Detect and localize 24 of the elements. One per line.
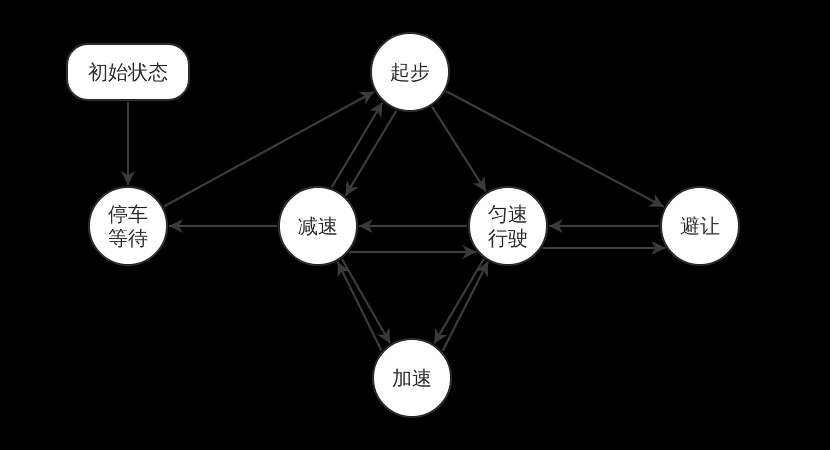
arrow bbox=[542, 241, 666, 255]
arrow bbox=[549, 219, 659, 233]
arrow bbox=[350, 245, 476, 259]
state-label: 减速 bbox=[298, 214, 338, 238]
arrow bbox=[163, 90, 375, 208]
arrow bbox=[433, 258, 485, 344]
arrow bbox=[330, 102, 384, 188]
arrow bbox=[336, 261, 382, 352]
state-label: 避让 bbox=[680, 214, 720, 238]
state-label: 停车等待 bbox=[107, 202, 149, 250]
arrow bbox=[341, 258, 392, 344]
arrow bbox=[431, 106, 487, 192]
arrow bbox=[446, 90, 664, 208]
arrow bbox=[359, 219, 467, 233]
state-label: 初始状态 bbox=[88, 60, 168, 84]
arrow bbox=[121, 102, 135, 185]
arrow bbox=[442, 261, 489, 352]
start-state-box bbox=[66, 43, 190, 101]
state-label: 匀速行驶 bbox=[487, 202, 529, 250]
arrow bbox=[169, 219, 277, 233]
arrow bbox=[344, 110, 398, 196]
state-label: 加速 bbox=[392, 366, 432, 390]
state-label: 起步 bbox=[390, 60, 430, 84]
state-circle bbox=[468, 186, 548, 266]
